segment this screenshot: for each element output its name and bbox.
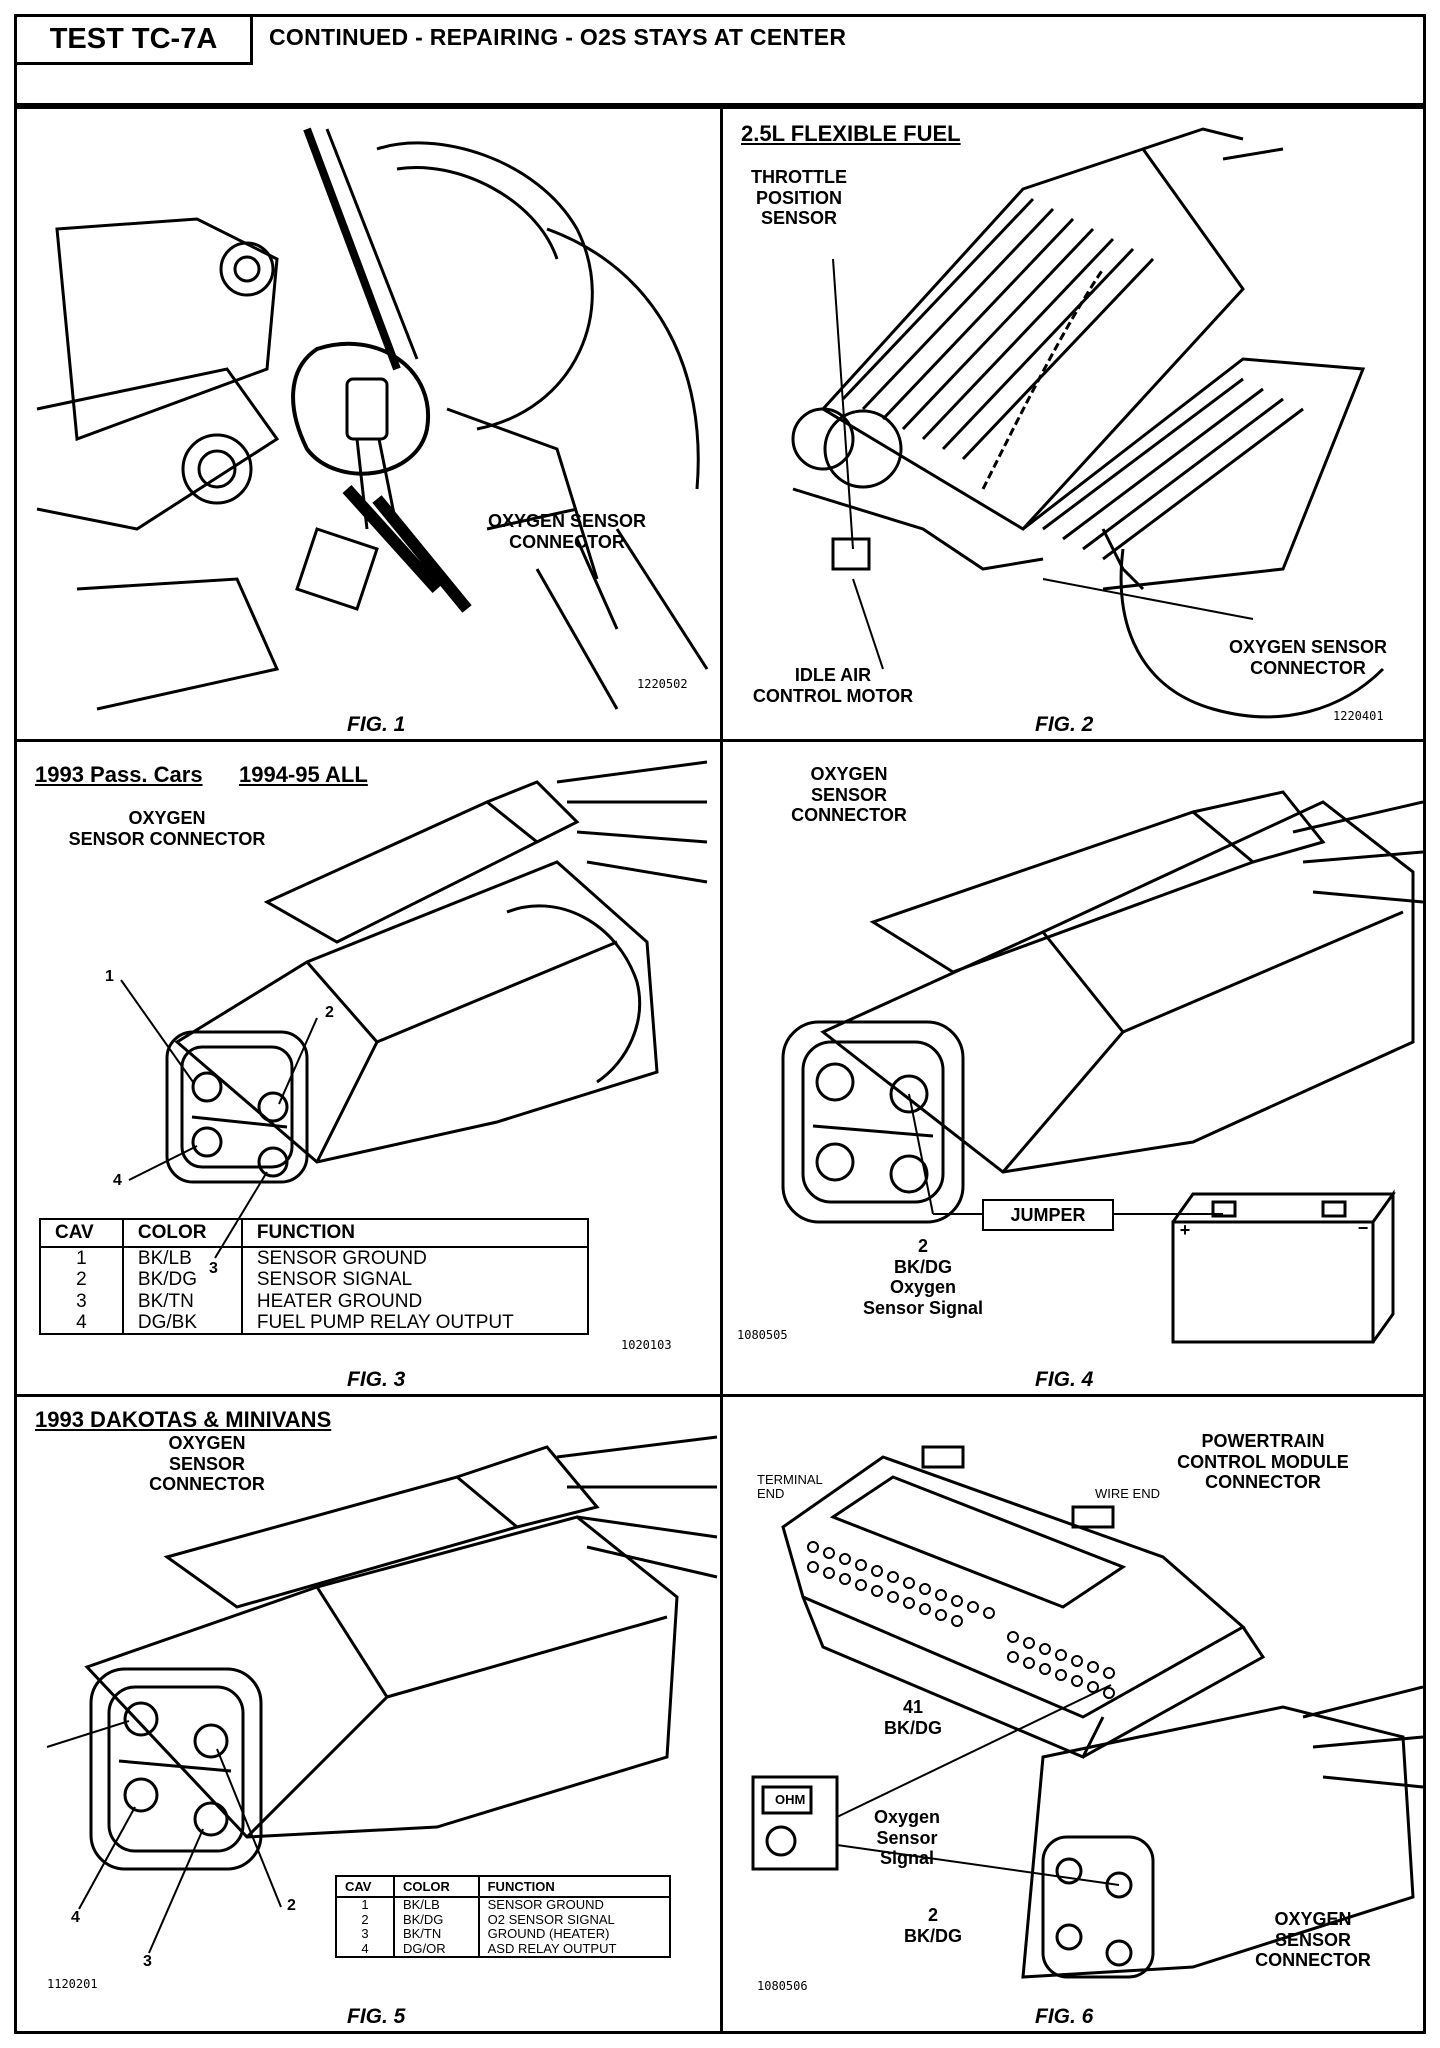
fig6-code: 1080506 [757, 1979, 808, 1993]
fig6-pin2-label: 2 BK/DG [904, 1905, 962, 1946]
fig2-code: 1220401 [1333, 709, 1384, 723]
fig5-cell: BK/DG [393, 1912, 480, 1928]
fig5-cell: 1 [336, 1897, 395, 1913]
fig5-cavity-table: CAV COLOR FUNCTION 1 BK/LB SENSOR GROUND… [335, 1875, 671, 1959]
fig2-throttle-position-sensor-label: THROTTLE POSITION SENSOR [751, 167, 847, 229]
fig5-cell: ASD RELAY OUTPUT [487, 1940, 617, 1956]
fig3-title-a: 1993 Pass. Cars [35, 762, 203, 787]
fig5-cell: BK/LB [393, 1897, 480, 1913]
fig5-cell: DG/OR [393, 1941, 480, 1958]
test-id: TEST TC-7A [17, 17, 253, 65]
fig1-oxygen-sensor-connector-label: OXYGEN SENSOR CONNECTOR [487, 511, 647, 552]
fig3-title-b: 1994-95 ALL [239, 762, 368, 787]
fig3-cell: BK/DG [122, 1269, 243, 1291]
connector-dakotas-illustration [46, 1435, 718, 1954]
page-title: CONTINUED - REPAIRING - O2S STAYS AT CEN… [269, 24, 847, 50]
table-row: 4 DG/BK FUEL PUMP RELAY OUTPUT [40, 1311, 588, 1335]
fig5-th-function: FUNCTION [478, 1876, 670, 1898]
fig1-caption: FIG. 1 [347, 713, 406, 736]
table-row: 2 BK/DG SENSOR SIGNAL [40, 1269, 588, 1291]
intake-manifold-illustration [791, 127, 1385, 719]
table-row: 2 BK/DG O2 SENSOR SIGNAL [336, 1911, 670, 1928]
fig1-code: 1220502 [637, 677, 688, 691]
fig5-cell: BK/TN [393, 1927, 480, 1942]
fig4-code: 1080505 [737, 1328, 788, 1342]
figure-2-panel: 2.5L FLEXIBLE FUEL THROTTLE POSITION SEN… [720, 106, 1426, 742]
fig6-pcm-connector-label: POWERTRAIN CONTROL MODULE CONNECTOR [1177, 1431, 1349, 1493]
connector-jumper-battery-illustration [781, 790, 1423, 1344]
fig3-cell: 3 [40, 1290, 124, 1312]
fig5-th-cav: CAV [336, 1876, 395, 1898]
battery-minus: − [1357, 1218, 1369, 1238]
fig3-code: 1020103 [621, 1338, 672, 1352]
fig6-pin41-label: 41 BK/DG [884, 1697, 942, 1738]
fig5-cell: 3 [336, 1927, 395, 1942]
fig2-caption: FIG. 2 [1035, 713, 1094, 736]
fig6-oxygen-connector-label: OXYGEN SENSOR CONNECTOR [1255, 1909, 1371, 1971]
fig6-wire-end-label: WIRE END [1095, 1486, 1160, 1501]
fig5-connector-label: OXYGEN SENSOR CONNECTOR [149, 1433, 265, 1495]
fig3-cell: FUEL PUMP RELAY OUTPUT [256, 1311, 514, 1333]
fig3-cell: HEATER GROUND [256, 1290, 423, 1312]
fig3-cell: 1 [40, 1247, 124, 1270]
figure-5-panel: 1993 DAKOTAS & MINIVANS OXYGEN SENSOR CO… [14, 1394, 723, 2034]
table-row: 3 BK/TN HEATER GROUND [40, 1290, 588, 1312]
fig3-cavity-1: 1 [105, 968, 114, 985]
fig6-terminal-end-label: TERMINAL END [757, 1472, 823, 1502]
figure-3-panel: 1993 Pass. Cars 1994-95 ALL OXYGEN SENSO… [14, 739, 723, 1397]
fig3-th-color: COLOR [122, 1219, 243, 1248]
fig3-cell: SENSOR GROUND [256, 1248, 427, 1269]
fig4-caption: FIG. 4 [1035, 1368, 1094, 1391]
pcm-connector-ohmmeter-illustration [751, 1445, 1423, 1979]
table-row: 1 BK/LB SENSOR GROUND [40, 1247, 588, 1270]
table-row: 3 BK/TN GROUND (HEATER) [336, 1927, 670, 1942]
fig3-cell: BK/LB [122, 1247, 243, 1270]
fig5-code: 1120201 [47, 1977, 98, 1991]
fig5-title: 1993 DAKOTAS & MINIVANS [35, 1407, 332, 1432]
fig3-cell: SENSOR SIGNAL [256, 1269, 413, 1291]
figure-6-panel: POWERTRAIN CONTROL MODULE CONNECTOR TERM… [720, 1394, 1426, 2034]
fig5-cell: GROUND (HEATER) [487, 1926, 610, 1942]
connector-4-cavity-illustration [120, 760, 708, 1259]
table-row: 1 BK/LB SENSOR GROUND [336, 1897, 670, 1913]
fig5-cell: 4 [336, 1941, 395, 1958]
fig3-cavity-table: CAV COLOR FUNCTION 1 BK/LB SENSOR GROUND… [39, 1218, 589, 1336]
figure-1-panel: OXYGEN SENSOR CONNECTOR 1220502 FIG. 1 [14, 106, 723, 742]
fig5-cavity-3: 3 [143, 1953, 152, 1970]
fig2-oxygen-sensor-connector-label: OXYGEN SENSOR CONNECTOR [1228, 637, 1388, 678]
battery-plus: + [1179, 1220, 1191, 1240]
jumper-label: JUMPER [1010, 1205, 1086, 1225]
fig5-th-color: COLOR [393, 1876, 480, 1898]
fig3-cell: 4 [40, 1311, 124, 1335]
fig5-caption: FIG. 5 [347, 2005, 406, 2028]
table-row: 4 DG/OR ASD RELAY OUTPUT [336, 1940, 670, 1958]
fig3-cell: DG/BK [122, 1311, 243, 1335]
fig6-caption: FIG. 6 [1035, 2005, 1094, 2028]
figure-4-panel: OXYGEN SENSOR CONNECTOR JUMPER 2 BK/DG O… [720, 739, 1426, 1397]
fig4-signal-label: 2 BK/DG Oxygen Sensor Signal [862, 1236, 984, 1319]
fig3-cavity-2: 2 [325, 1004, 334, 1021]
fig3-th-cav: CAV [40, 1219, 124, 1248]
fig3-cell: 2 [40, 1269, 124, 1291]
fig3-cavity-4: 4 [113, 1172, 122, 1189]
fig5-cell: O2 SENSOR SIGNAL [487, 1911, 615, 1927]
fig5-cell: 2 [336, 1912, 395, 1928]
fig3-th-function: FUNCTION [241, 1219, 588, 1248]
fig4-connector-label: OXYGEN SENSOR CONNECTOR [791, 764, 907, 826]
fig5-cavity-4: 4 [71, 1909, 80, 1926]
fig3-caption: FIG. 3 [347, 1368, 406, 1391]
fig2-idle-air-control-motor-label: IDLE AIR CONTROL MOTOR [752, 665, 914, 706]
fig2-title: 2.5L FLEXIBLE FUEL [741, 121, 961, 146]
fig6-signal-label: Oxygen Sensor Signal [873, 1807, 941, 1869]
fig5-cavity-2: 2 [287, 1897, 296, 1914]
fig5-cell: SENSOR GROUND [487, 1897, 604, 1912]
fig3-cell: BK/TN [122, 1290, 243, 1312]
ohmmeter-display: OHM [775, 1792, 806, 1807]
fig3-connector-label: OXYGEN SENSOR CONNECTOR [68, 808, 266, 849]
engine-bay-illustration [36, 127, 709, 711]
